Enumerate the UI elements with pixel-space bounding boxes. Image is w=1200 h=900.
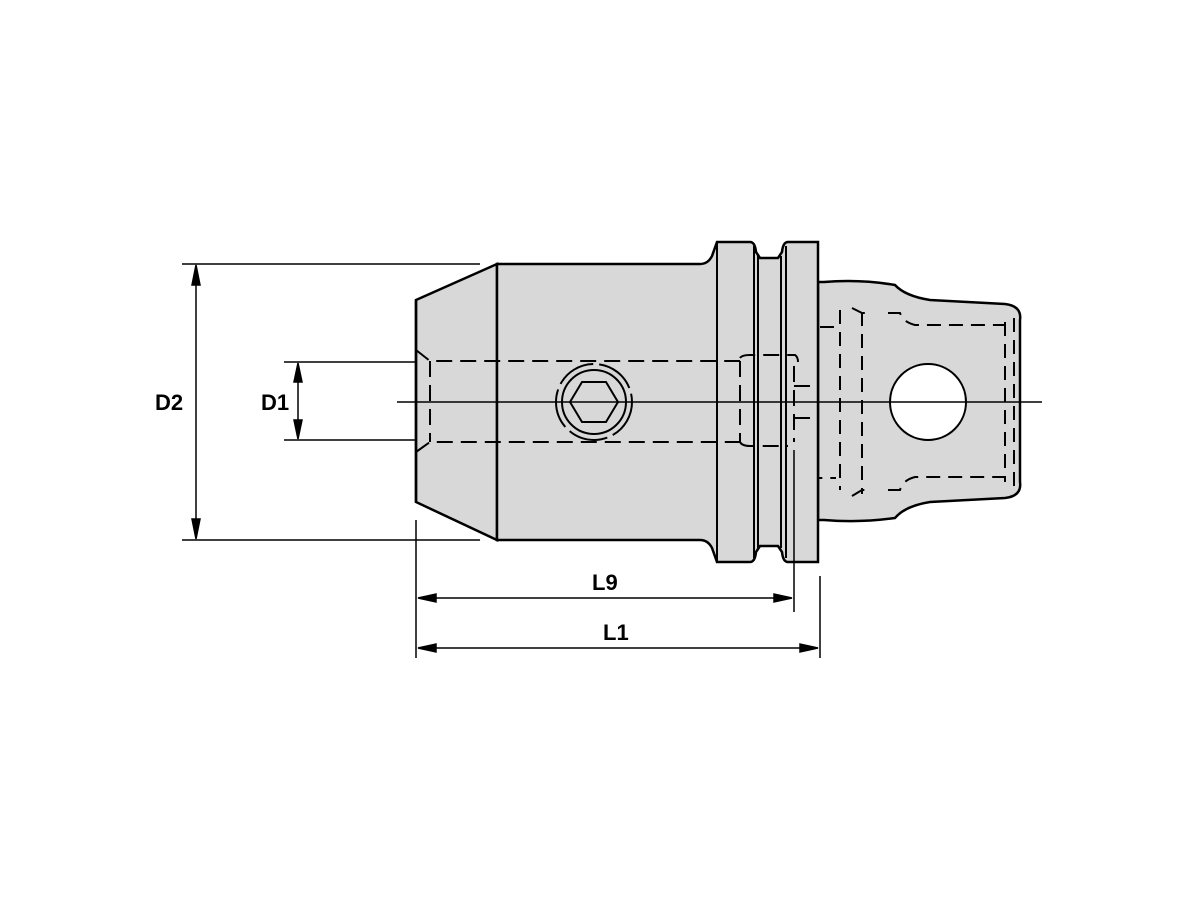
d1-label: D1 (261, 390, 289, 415)
l1-label: L1 (603, 620, 629, 645)
d2-label: D2 (155, 390, 183, 415)
dimension-l9 (415, 450, 795, 658)
dimension-l1 (417, 576, 821, 658)
tapered-shank (811, 279, 1022, 523)
dimension-d2 (182, 263, 480, 541)
dimension-d1 (284, 361, 416, 441)
l9-label: L9 (592, 570, 618, 595)
